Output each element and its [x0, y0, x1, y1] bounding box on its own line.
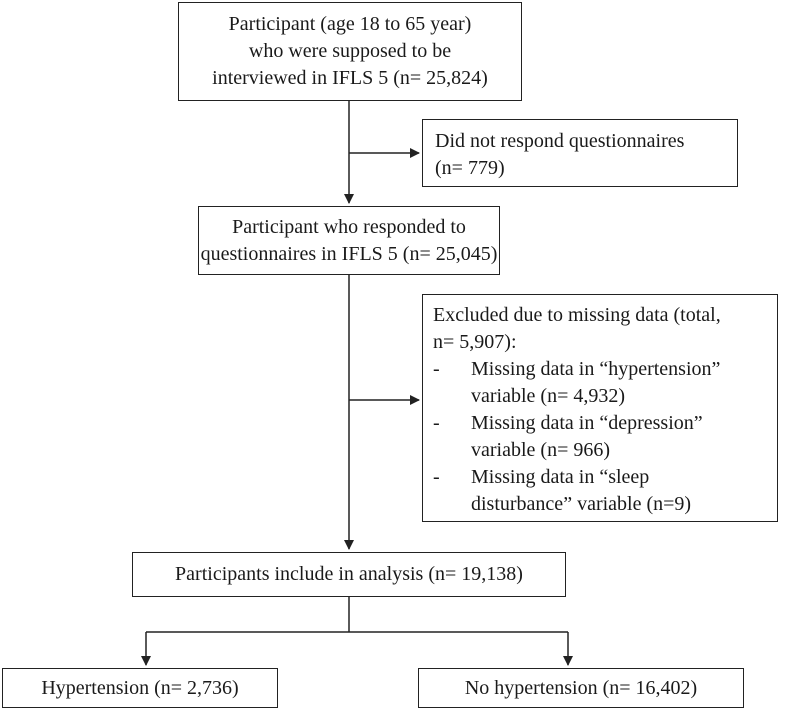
responded-line-1: Participant who responded to	[232, 215, 466, 238]
non-response-line-2: (n= 779)	[435, 157, 505, 179]
reason-line: Missing data in “sleep	[471, 466, 650, 488]
excluded-header-line-2: n= 5,907):	[433, 331, 517, 353]
excluded-reason-sleep: - Missing data in “sleep disturbance” va…	[433, 464, 777, 518]
eligible-line-1: Participant (age 18 to 65 year)	[228, 13, 472, 35]
non-response-box: Did not respond questionnaires (n= 779)	[422, 119, 738, 187]
no-hypertension-line: No hypertension (n= 16,402)	[464, 676, 698, 699]
analysis-box: Participants include in analysis (n= 19,…	[132, 552, 566, 597]
reason-line: Missing data in “depression”	[471, 412, 703, 434]
responded-participants-box: Participant who responded to questionnai…	[198, 206, 500, 275]
eligible-line-3: interviewed in IFLS 5 (n= 25,824)	[212, 67, 488, 89]
excluded-header-line-1: Excluded due to missing data (total,	[433, 304, 721, 326]
bullet-dash: -	[433, 466, 440, 488]
excluded-reasons-list: - Missing data in “hypertension” variabl…	[433, 356, 777, 518]
eligible-line-2: who were supposed to be	[248, 40, 452, 62]
no-hypertension-box: No hypertension (n= 16,402)	[418, 668, 744, 708]
excluded-missing-data-box: Excluded due to missing data (total, n= …	[422, 294, 778, 522]
reason-line: disturbance” variable (n=9)	[471, 493, 692, 515]
non-response-line-1: Did not respond questionnaires	[435, 130, 685, 152]
responded-line-2: questionnaires in IFLS 5 (n= 25,045)	[200, 242, 498, 265]
excluded-reason-depression: - Missing data in “depression” variable …	[433, 410, 777, 464]
reason-line: variable (n= 966)	[471, 439, 611, 461]
reason-line: Missing data in “hypertension”	[471, 358, 721, 380]
analysis-line: Participants include in analysis (n= 19,…	[175, 563, 523, 585]
bullet-dash: -	[433, 358, 440, 380]
excluded-reason-hypertension: - Missing data in “hypertension” variabl…	[433, 356, 777, 410]
hypertension-box: Hypertension (n= 2,736)	[2, 668, 278, 708]
bullet-dash: -	[433, 412, 440, 434]
hypertension-line: Hypertension (n= 2,736)	[41, 676, 239, 699]
eligible-participants-box: Participant (age 18 to 65 year) who were…	[178, 2, 522, 101]
reason-line: variable (n= 4,932)	[471, 385, 626, 407]
